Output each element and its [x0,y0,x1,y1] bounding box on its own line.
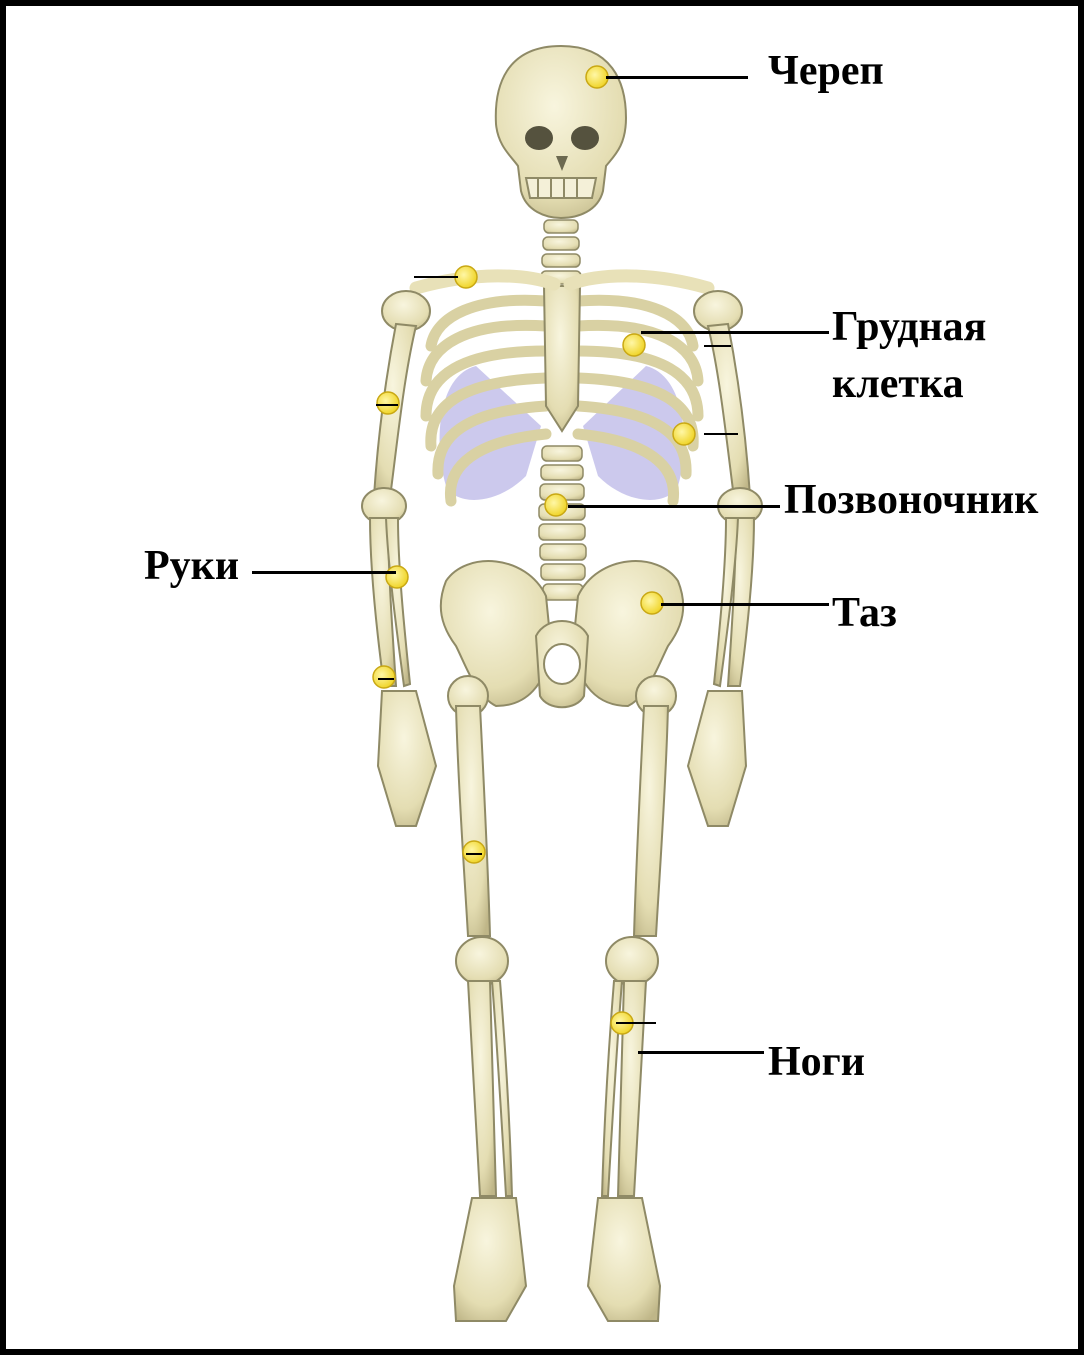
leader-line-arms [252,571,396,574]
marker-clavicle [455,266,477,288]
label-skull: Череп [768,42,884,100]
marker-spine [545,494,567,516]
marker-upper-arm [377,392,399,414]
label-spine: Позвоночник [784,471,1038,529]
label-ribcage-line2: клетка [832,355,964,413]
marker-ribcage [623,334,645,356]
leader-line-legs [638,1051,764,1054]
leader-line-ribcage [641,331,829,334]
marker-wrist [373,666,395,688]
marker-femur [463,841,485,863]
skeleton-illustration [6,6,1084,1355]
marker-lower-rib [673,423,695,445]
leader-line-spine [568,505,780,508]
leg-bones [448,676,676,1321]
marker-skull [586,66,608,88]
label-legs: Ноги [768,1033,865,1091]
label-arms: Руки [144,537,239,595]
label-ribcage-line1: Грудная [832,298,986,356]
marker-pelvis [641,592,663,614]
label-pelvis: Таз [832,584,897,642]
leader-line-skull [606,76,748,79]
marker-forearm [386,566,408,588]
leader-line-pelvis [661,603,829,606]
